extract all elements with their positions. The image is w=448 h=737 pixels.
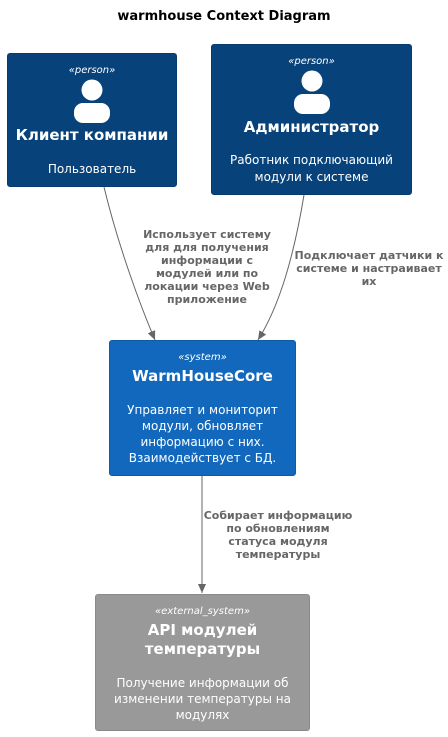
edge-label-line: статуса модуля xyxy=(228,535,328,548)
edge-label-line: температуры xyxy=(235,548,321,561)
node-client[interactable]: «person» Клиент компании Пользователь xyxy=(7,53,177,187)
core-description-line-2: модули, обновляет xyxy=(141,419,264,433)
client-name: Клиент компании xyxy=(15,126,169,144)
core-description-line-1: Управляет и мониторит xyxy=(127,403,278,417)
api-stereotype: «external_system» xyxy=(155,606,250,617)
node-admin[interactable]: «person» Администратор Работник подключа… xyxy=(211,44,412,195)
edge-client-to-core xyxy=(103,186,156,341)
edge-label-line: локации через Web xyxy=(144,280,270,293)
api-name-line-2: температуры xyxy=(144,640,261,658)
client-description: Пользователь xyxy=(47,162,137,176)
edge-label-core-to-api: Собирает информацию по обновлениям стату… xyxy=(198,509,358,561)
edge-label-line: информации с xyxy=(161,254,253,267)
edge-label-line: модулей или по xyxy=(155,267,259,280)
core-name: WarmHouseCore xyxy=(132,367,273,385)
edge-label-line: Подключает датчики к xyxy=(294,249,444,262)
person-icon xyxy=(74,79,110,123)
edge-label-line: приложение xyxy=(167,293,247,306)
admin-description-line-1: Работник подключающий xyxy=(230,153,393,167)
edge-label-line: Использует систему xyxy=(143,228,271,241)
client-stereotype: «person» xyxy=(68,65,116,76)
edge-label-line: системе и настраивает xyxy=(296,262,442,275)
api-description-line-1: Получение информации об xyxy=(116,676,289,690)
edge-admin-to-core xyxy=(257,194,305,341)
edge-label-admin-to-core: Подключает датчики к системе и настраива… xyxy=(292,249,446,288)
admin-description-line-2: модули к системе xyxy=(254,170,369,184)
core-stereotype: «system» xyxy=(178,352,227,363)
edge-label-client-to-core: Использует систему для для получения инф… xyxy=(132,228,282,306)
diagram-title: warmhouse Context Diagram xyxy=(117,9,331,24)
api-description-line-2: изменении температуры на xyxy=(114,692,291,706)
edge-label-line: по обновлениям xyxy=(226,522,330,535)
api-description-line-3: модулях xyxy=(175,708,230,722)
node-api[interactable]: «external_system» API модулей температур… xyxy=(95,594,310,731)
node-core[interactable]: «system» WarmHouseCore Управляет и монит… xyxy=(109,340,296,476)
edge-label-line: для для получения xyxy=(145,241,269,254)
core-description-line-4: Взаимодействует с БД. xyxy=(128,451,277,465)
edge-label-line: Собирает информацию xyxy=(203,509,353,522)
person-icon xyxy=(293,70,330,114)
core-description-line-3: информацию с них. xyxy=(140,435,265,449)
admin-stereotype: «person» xyxy=(288,56,335,67)
admin-name: Администратор xyxy=(243,118,380,136)
api-name-line-1: API модулей xyxy=(147,621,258,639)
edge-label-line: их xyxy=(361,275,377,288)
